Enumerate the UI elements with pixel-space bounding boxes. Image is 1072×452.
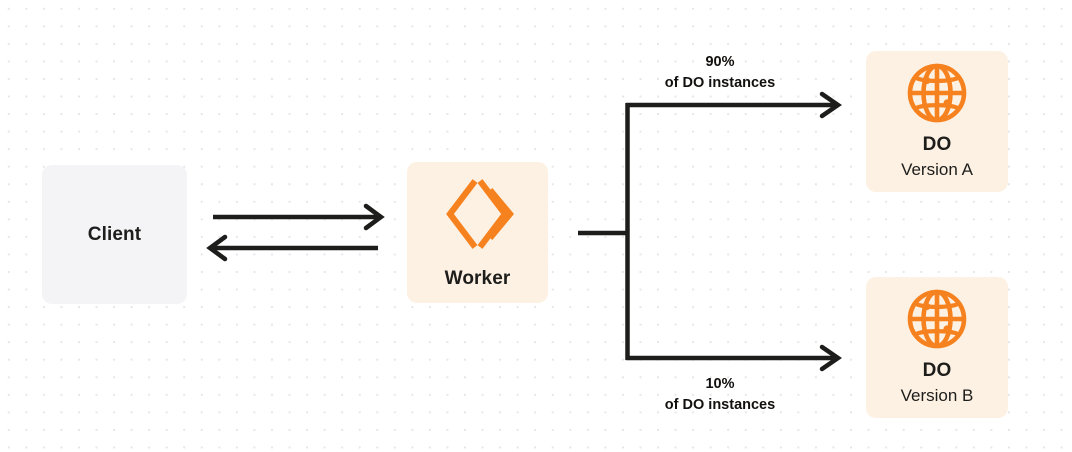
- edge-worker-to-do-a: [626, 91, 842, 119]
- edge-label-do-b-percent: 10%: [705, 376, 735, 392]
- edge-label-do-a-caption: of DO instances: [664, 75, 776, 92]
- edge-worker-to-do-b: [626, 344, 842, 372]
- node-worker: Worker: [407, 162, 548, 303]
- node-do-version-a: DO Version A: [866, 51, 1008, 192]
- node-do-b-label: DO: [922, 360, 952, 382]
- edge-client-to-worker: [213, 203, 385, 231]
- node-do-version-b: DO Version B: [866, 277, 1008, 418]
- node-client: Client: [42, 165, 187, 304]
- globe-icon: [906, 62, 968, 124]
- node-client-label: Client: [87, 223, 142, 245]
- node-worker-label: Worker: [444, 267, 511, 289]
- edge-label-do-b-caption: of DO instances: [664, 397, 776, 414]
- globe-icon: [906, 288, 968, 350]
- node-do-a-sublabel: Version A: [901, 159, 973, 179]
- edge-worker-to-client: [206, 234, 378, 262]
- node-do-b-sublabel: Version B: [900, 385, 974, 405]
- cloudflare-workers-icon: [442, 176, 514, 252]
- node-do-a-label: DO: [922, 134, 952, 156]
- edge-label-do-a: 90% of DO instances: [630, 52, 810, 94]
- edge-label-do-b: 10% of DO instances: [630, 374, 810, 416]
- edge-label-do-a-percent: 90%: [705, 54, 735, 70]
